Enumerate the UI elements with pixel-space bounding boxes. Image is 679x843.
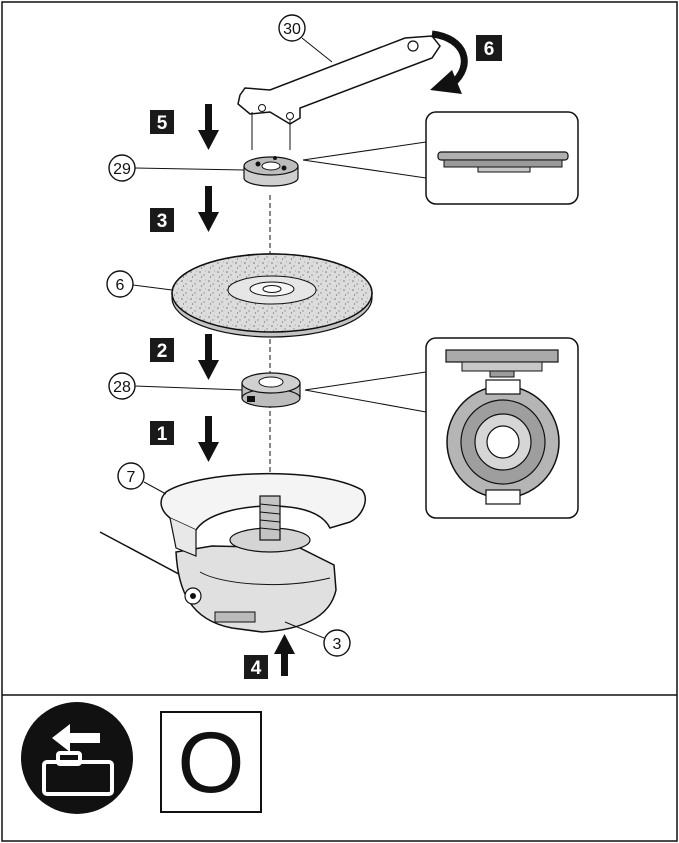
arrow-down-icon [198, 186, 219, 232]
leader-3 [284, 621, 325, 639]
svg-text:5: 5 [157, 113, 168, 134]
wrench [237, 35, 441, 150]
svg-text:2: 2 [157, 341, 168, 362]
arrow-down-icon [198, 416, 219, 462]
leader-29 [134, 167, 245, 171]
step-box-1: 1 [150, 421, 174, 445]
callout-3: 3 [323, 629, 351, 657]
leader-30 [301, 37, 333, 63]
grinding-wheel [171, 253, 373, 338]
arrow-down-icon [198, 334, 219, 380]
svg-text:7: 7 [127, 469, 136, 486]
svg-text:3: 3 [157, 211, 168, 232]
svg-text:3: 3 [333, 636, 342, 653]
svg-text:28: 28 [113, 379, 131, 396]
svg-text:29: 29 [113, 161, 131, 178]
step-box-6: 6 [476, 35, 502, 61]
step-box-3: 3 [150, 208, 174, 232]
leader-7 [143, 481, 167, 495]
svg-text:O: O [178, 715, 245, 811]
inner-flange [241, 372, 301, 408]
rotate-arrow-icon [430, 30, 468, 94]
inner-flange-detail-inset [304, 337, 579, 519]
svg-text:6: 6 [484, 39, 495, 60]
leader-6 [132, 284, 173, 291]
spindle [259, 495, 281, 541]
callout-6: 6 [106, 270, 134, 298]
arrow-up-icon [274, 634, 295, 676]
callout-7: 7 [117, 462, 145, 490]
remove-battery-icon [21, 702, 133, 814]
callout-29: 29 [108, 154, 136, 182]
arrow-down-icon [198, 104, 219, 150]
step-box-5: 5 [150, 110, 174, 134]
callout-28: 28 [108, 372, 136, 400]
svg-text:30: 30 [283, 21, 301, 38]
mode-symbol-box: O [160, 711, 262, 813]
lock-nut-detail-inset [302, 111, 579, 205]
svg-text:4: 4 [251, 658, 262, 679]
svg-text:6: 6 [116, 277, 125, 294]
leader-28 [134, 385, 243, 391]
grinder-body [99, 531, 337, 633]
step-box-4: 4 [244, 655, 268, 679]
callout-30: 30 [278, 14, 306, 42]
lock-nut [243, 156, 299, 187]
svg-text:1: 1 [157, 424, 168, 445]
step-box-2: 2 [150, 338, 174, 362]
